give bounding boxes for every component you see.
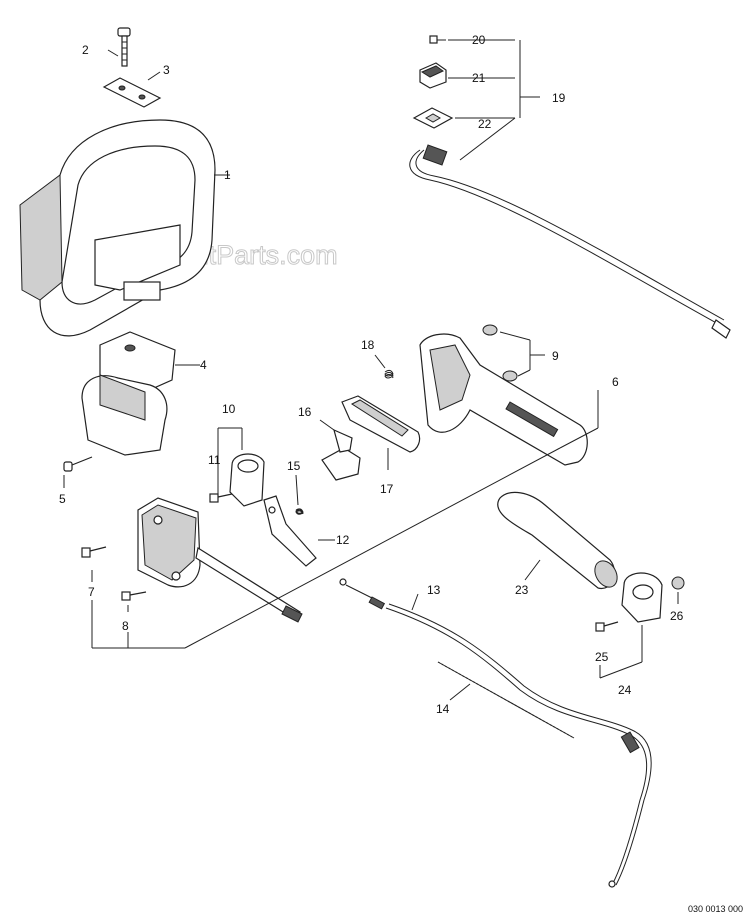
callout-25: 25 [595, 650, 609, 664]
part-21-switch-cap [419, 62, 447, 89]
callout-14: 14 [436, 702, 450, 716]
part-9-plugs [482, 324, 545, 382]
part-8-screw [121, 591, 147, 601]
reference-number: 030 0013 000 [688, 904, 743, 914]
callout-16: 16 [298, 405, 312, 419]
part-11-screw [209, 493, 233, 503]
part-12-link [263, 495, 335, 567]
callout-6: 6 [612, 375, 619, 389]
callout-13: 13 [427, 583, 441, 597]
callout-5: 5 [59, 492, 66, 506]
callout-8: 8 [122, 619, 129, 633]
callout-26: 26 [670, 609, 684, 623]
callout-17: 17 [380, 482, 394, 496]
part-26-plug [671, 576, 685, 604]
callout-22: 22 [478, 117, 492, 131]
callout-3: 3 [163, 63, 170, 77]
callout-4: 4 [200, 358, 207, 372]
part-24-collar [621, 572, 663, 623]
part-5-screw [63, 456, 93, 488]
callout-2: 2 [82, 43, 89, 57]
callout-1: 1 [224, 168, 231, 182]
callout-7: 7 [88, 585, 95, 599]
callout-10: 10 [222, 402, 236, 416]
callout-19: 19 [552, 91, 566, 105]
part-20-screw [429, 35, 446, 44]
part-14-spring-sleeve [437, 661, 575, 739]
part-3-plate [102, 77, 162, 108]
callout-12: 12 [336, 533, 350, 547]
callout-18: 18 [361, 338, 375, 352]
part-16-trigger [319, 419, 361, 481]
part-15-spring [295, 474, 304, 515]
part-10-collar [217, 427, 265, 507]
part-19-stop-switch-wire [409, 144, 731, 339]
callout-21: 21 [472, 71, 486, 85]
part-18-spring [374, 354, 394, 379]
part-4-clamp [81, 331, 200, 456]
callout-20: 20 [472, 33, 486, 47]
part-25-screw [595, 621, 619, 632]
callout-23: 23 [515, 583, 529, 597]
callout-9: 9 [552, 349, 559, 363]
callout-11: 11 [208, 453, 221, 467]
callout-15: 15 [287, 459, 301, 473]
part-13-throttle-cable [339, 578, 652, 888]
callout-24: 24 [618, 683, 632, 697]
part-22-gasket [412, 107, 454, 129]
part-1-front-handle [19, 119, 230, 337]
part-mount-bracket [137, 497, 303, 623]
part-7-screw [81, 546, 107, 558]
part-17-lever [341, 395, 421, 470]
part-2-bolt [117, 27, 131, 67]
part-23-grip [497, 491, 618, 590]
part-6-rear-handle [419, 333, 599, 466]
